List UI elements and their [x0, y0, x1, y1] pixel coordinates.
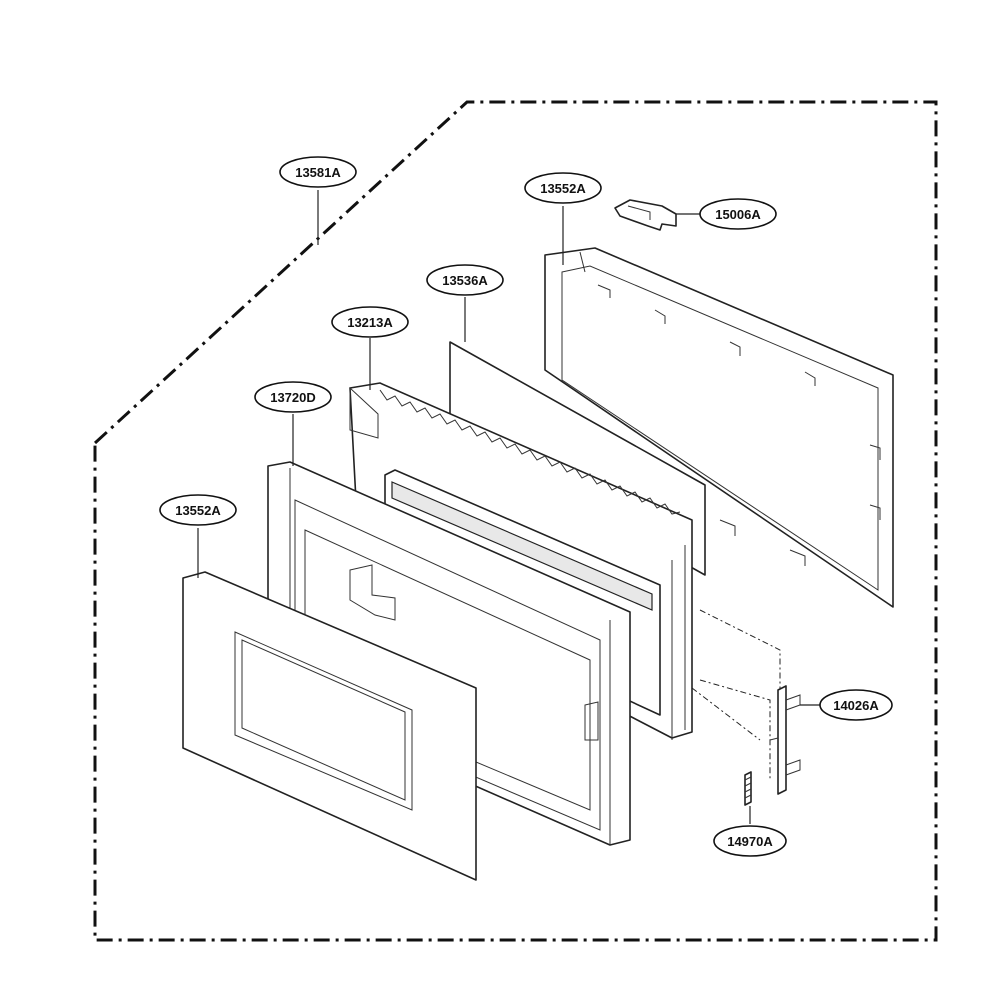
callout-label: 13536A — [442, 273, 488, 288]
clip-bracket — [614, 199, 677, 231]
front-door-panel — [182, 571, 477, 881]
callout-13581a: 13581A — [279, 156, 357, 188]
assembly-boundary — [93, 100, 938, 942]
latch-guide-lines — [691, 609, 781, 780]
callout-13720d: 13720D — [254, 381, 332, 413]
callout-label: 13581A — [295, 165, 341, 180]
callout-label: 13213A — [347, 315, 393, 330]
callout-13536a: 13536A — [426, 264, 504, 296]
rear-choke-frame — [544, 247, 894, 608]
callout-13552a-top: 13552A — [524, 172, 602, 204]
callout-13213a: 13213A — [331, 306, 409, 338]
leader-lines — [197, 190, 822, 824]
callout-label: 14970A — [727, 834, 773, 849]
callout-label: 13720D — [270, 390, 316, 405]
callout-13552a-bottom: 13552A — [159, 494, 237, 526]
callout-15006a: 15006A — [699, 198, 777, 230]
callout-14970a: 14970A — [713, 825, 787, 857]
latch-spring — [744, 771, 752, 806]
callout-14026a: 14026A — [819, 689, 893, 721]
callout-label: 13552A — [175, 503, 221, 518]
callout-label: 14026A — [833, 698, 879, 713]
latch-hook — [769, 685, 801, 795]
callout-label: 15006A — [715, 207, 761, 222]
callout-label: 13552A — [540, 181, 586, 196]
